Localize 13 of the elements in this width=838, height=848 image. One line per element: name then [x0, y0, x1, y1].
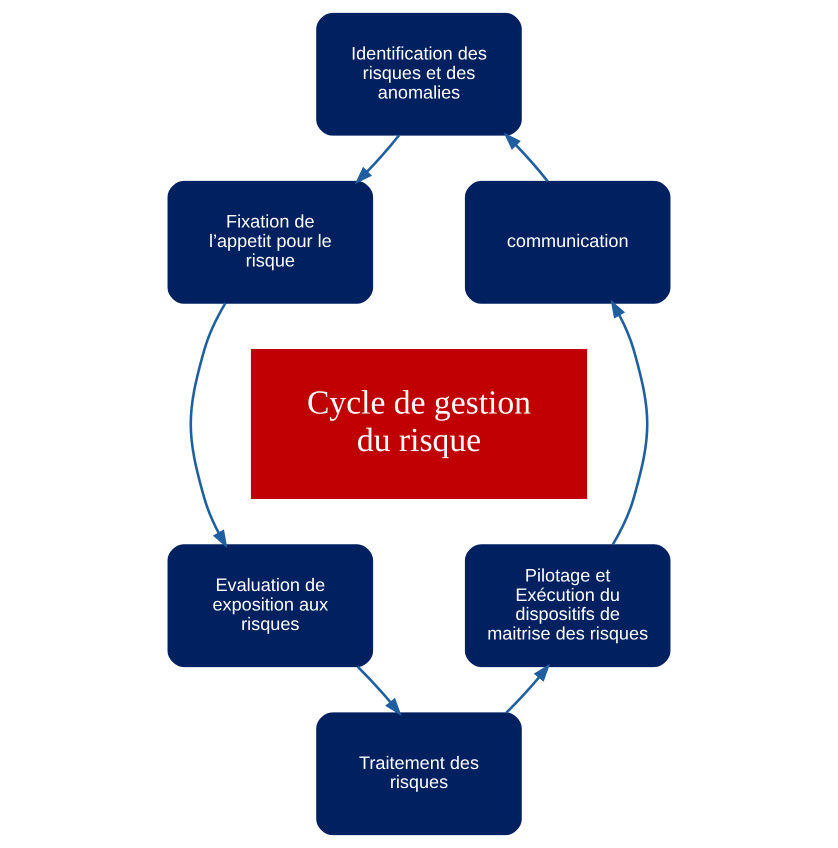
node-box: Traitement des risques — [316, 712, 522, 836]
arrow — [189, 302, 228, 548]
node-box: Fixation de l’appetit pour le risque — [168, 180, 374, 304]
node-box: communication — [464, 180, 670, 304]
arrow — [354, 134, 400, 184]
arrow — [505, 664, 550, 714]
node-box: Identification des risques et des anomalies — [316, 12, 522, 136]
node-box: Cycle de gestion du risque — [250, 349, 588, 499]
node-box: Pilotage et Exécution du dispositifs de maitrise des risques — [464, 544, 670, 668]
node-box: Evaluation de exposition aux risques — [168, 544, 374, 668]
arrow — [356, 666, 402, 716]
arrow — [610, 300, 649, 546]
arrow — [504, 132, 549, 182]
